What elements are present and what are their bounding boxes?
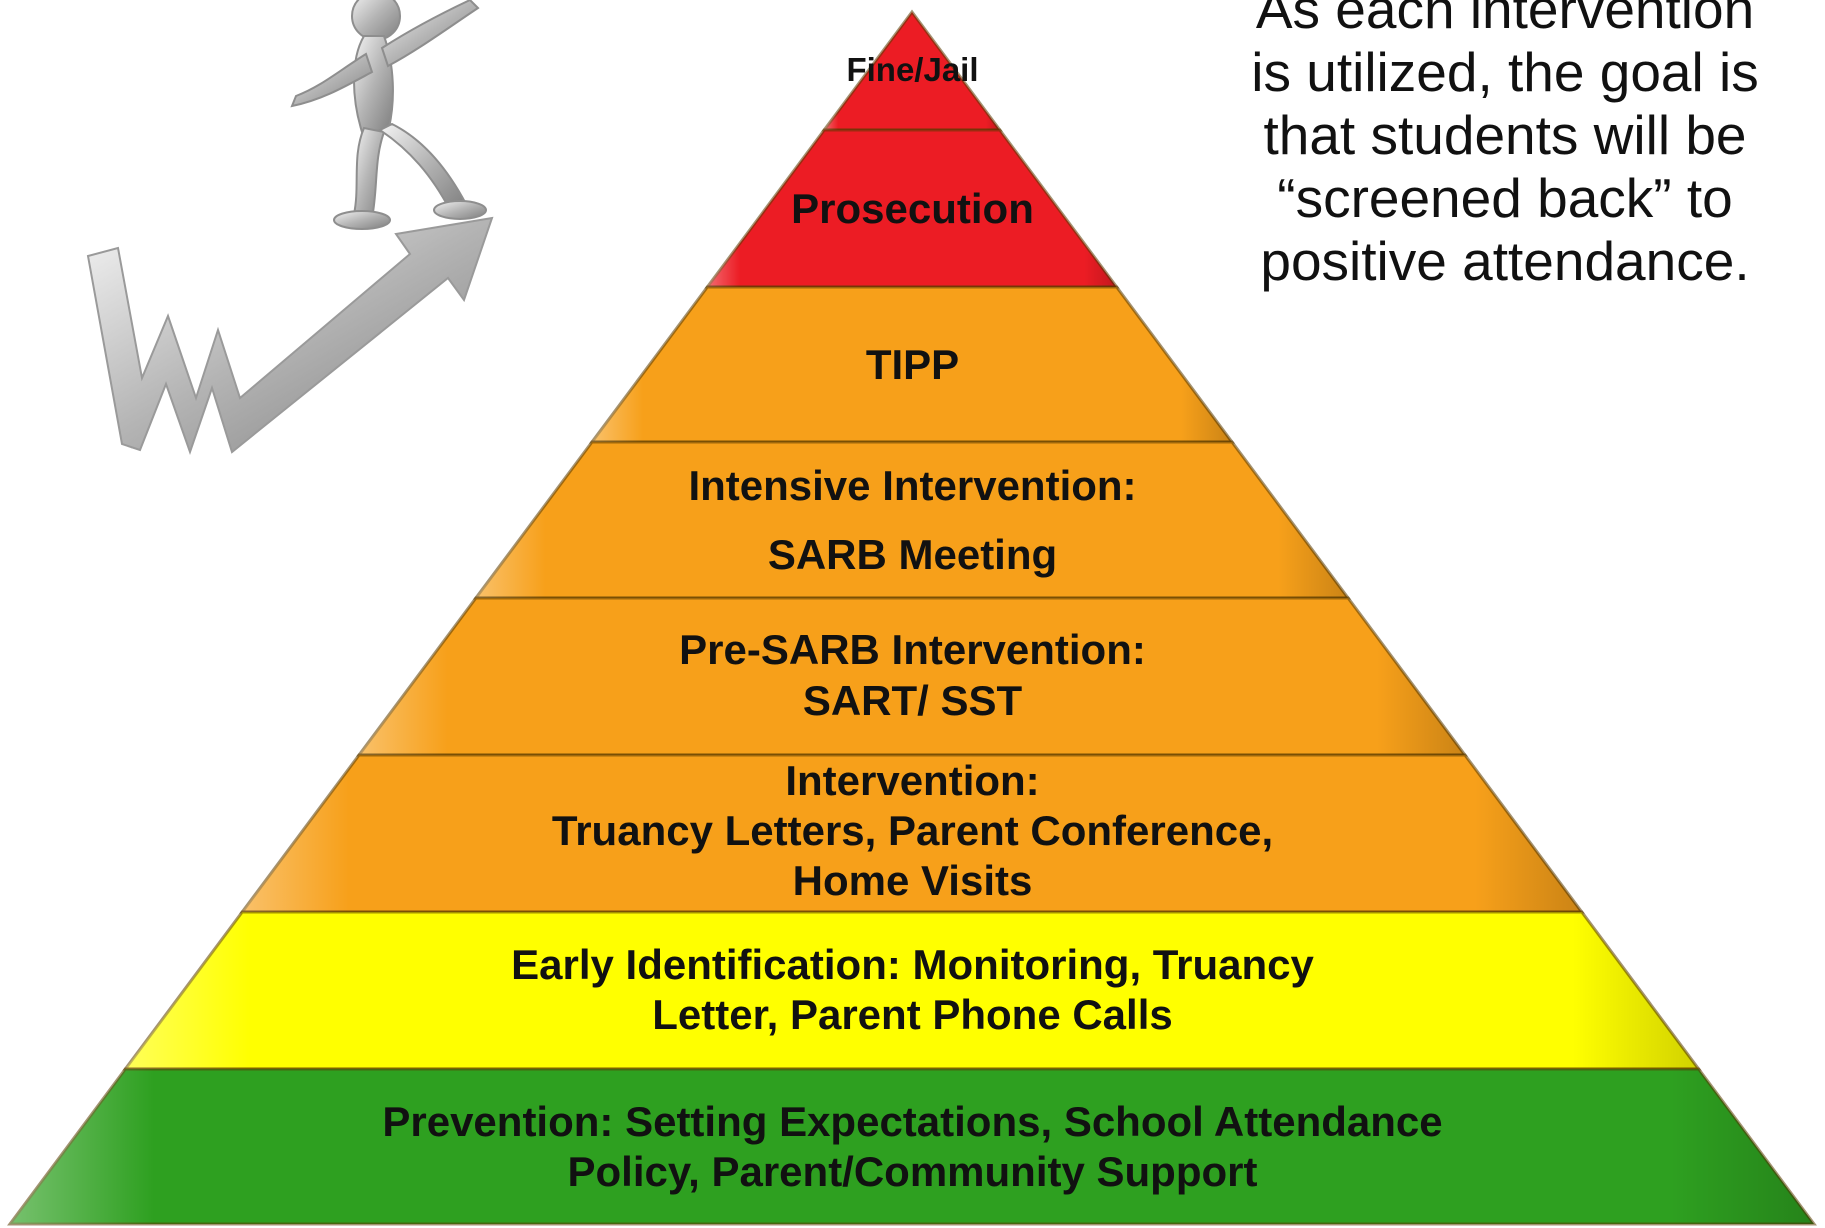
- side-note-line: is utilized, the goal is: [1251, 41, 1759, 103]
- tier-shading: [475, 442, 1349, 598]
- tier-line: Truancy Letters, Parent Conference,: [551, 807, 1274, 854]
- tier-label-intensive-intervention: Intensive Intervention: SARB Meeting: [0, 460, 1825, 580]
- tier-line: Home Visits: [792, 857, 1033, 904]
- figure: [290, 0, 487, 230]
- tier-line: Intervention:: [785, 757, 1040, 804]
- tier-label-intervention: Intervention: Truancy Letters, Parent Co…: [0, 756, 1825, 906]
- tier-label-early-identification: Early Identification: Monitoring, Truanc…: [0, 940, 1825, 1040]
- tier-shading: [359, 598, 1465, 755]
- tier-line: Letter, Parent Phone Calls: [652, 991, 1173, 1038]
- tier-line: Pre-SARB Intervention:: [679, 626, 1146, 673]
- tier-shading: [824, 12, 1000, 130]
- tier-shading: [591, 287, 1233, 442]
- tier-line: TIPP: [865, 341, 960, 388]
- side-note-line: “screened back” to: [1277, 167, 1733, 229]
- side-note-line: As each intervention: [1255, 0, 1755, 40]
- tier-label-pre-sarb-intervention: Pre-SARB Intervention: SART/ SST: [0, 624, 1825, 726]
- tier-shading: [125, 912, 1699, 1069]
- tier-line: SARB Meeting: [767, 531, 1058, 579]
- tier-shading: [707, 130, 1117, 287]
- tier-label-tipp: TIPP: [0, 339, 1825, 390]
- tier-line: Policy, Parent/Community Support: [567, 1148, 1258, 1195]
- tier-label-prevention: Prevention: Setting Expectations, School…: [0, 1097, 1825, 1197]
- tier-line: Intensive Intervention:: [688, 462, 1137, 509]
- tier-shading: [10, 1069, 1814, 1224]
- side-note-line: that students will be: [1263, 104, 1747, 166]
- tier-line: Prevention: Setting Expectations, School…: [382, 1098, 1443, 1145]
- tier-shading: [242, 755, 1582, 912]
- tier-line: SART/ SST: [802, 677, 1023, 725]
- tier-label-fine-jail: Fine/Jail: [0, 50, 1825, 90]
- tier-label-prosecution: Prosecution: [0, 183, 1825, 234]
- tier-line: Fine/Jail: [846, 51, 979, 88]
- side-note-line: positive attendance.: [1260, 230, 1750, 292]
- tier-line: Early Identification: Monitoring, Truanc…: [511, 941, 1314, 988]
- tier-line: Prosecution: [791, 185, 1034, 232]
- side-note: As each intervention is utilized, the go…: [1225, 0, 1785, 293]
